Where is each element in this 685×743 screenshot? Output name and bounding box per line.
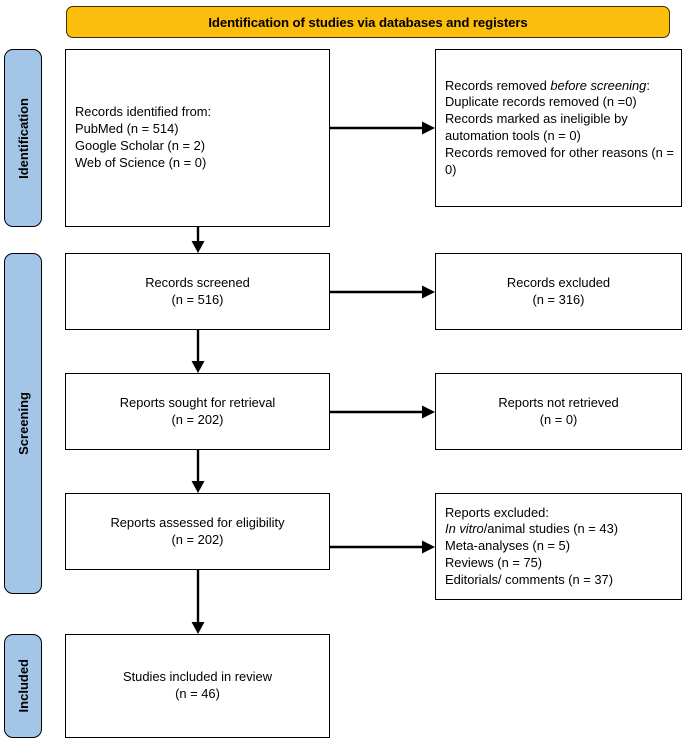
arrow-assessed-to-reports-excluded xyxy=(330,539,436,555)
node-reports-sought-for-retrieval: Reports sought for retrieval (n = 202) xyxy=(65,373,330,450)
node-studies-included-in-review: Studies included in review (n = 46) xyxy=(65,634,330,738)
records-removed-other: Records removed for other reasons (n = 0… xyxy=(445,144,674,177)
node-records-excluded: Records excluded (n = 316) xyxy=(435,253,682,330)
reports-sought-count: (n = 202) xyxy=(171,411,224,427)
records-identified-pubmed: PubMed (n = 514) xyxy=(75,121,179,137)
records-removed-heading-prefix: Records removed xyxy=(445,77,551,93)
node-records-identified: Records identified from: PubMed (n = 514… xyxy=(65,49,330,227)
reports-excluded-invitro: In vitro/animal studies (n = 43) xyxy=(445,521,681,538)
arrow-sought-to-not-retrieved xyxy=(330,404,436,420)
arrow-sought-to-assessed xyxy=(190,450,206,494)
arrow-screened-to-records-excluded xyxy=(330,284,436,300)
arrow-identified-to-screened xyxy=(190,227,206,254)
node-reports-assessed-for-eligibility: Reports assessed for eligibility (n = 20… xyxy=(65,493,330,570)
stage-bar-screening: Screening xyxy=(4,253,42,594)
reports-excluded-invitro-emphasis: In vitro xyxy=(445,521,484,537)
reports-assessed-label: Reports assessed for eligibility xyxy=(110,514,285,530)
records-removed-heading: Records removed before screening: xyxy=(445,78,681,95)
node-reports-not-retrieved: Reports not retrieved (n = 0) xyxy=(435,373,682,450)
records-removed-automation: Records marked as ineligible by automati… xyxy=(445,111,628,143)
reports-excluded-editorials: Editorials/ comments (n = 37) xyxy=(445,571,613,587)
node-records-removed-before-screening: Records removed before screening: Duplic… xyxy=(435,49,682,207)
records-excluded-count: (n = 316) xyxy=(532,291,585,307)
stage-label-screening: Screening xyxy=(15,392,31,455)
reports-sought-label: Reports sought for retrieval xyxy=(119,394,276,410)
reports-excluded-meta-analyses: Meta-analyses (n = 5) xyxy=(445,538,571,554)
records-screened-label: Records screened xyxy=(145,274,250,290)
studies-included-label: Studies included in review xyxy=(122,669,273,685)
records-identified-line-1: Records identified from: xyxy=(75,104,212,120)
records-excluded-label: Records excluded xyxy=(506,274,611,290)
reports-excluded-heading: Reports excluded: xyxy=(445,504,549,520)
reports-assessed-count: (n = 202) xyxy=(171,531,224,547)
arrow-screened-to-sought xyxy=(190,330,206,374)
stage-bar-included: Included xyxy=(4,634,42,738)
reports-not-retrieved-label: Reports not retrieved xyxy=(498,394,619,410)
node-records-screened: Records screened (n = 516) xyxy=(65,253,330,330)
reports-excluded-reviews: Reviews (n = 75) xyxy=(445,554,543,570)
records-removed-duplicates: Duplicate records removed (n =0) xyxy=(445,94,637,110)
reports-not-retrieved-count: (n = 0) xyxy=(539,411,578,427)
records-removed-heading-emphasis: before screening xyxy=(550,77,647,93)
reports-excluded-invitro-rest: /animal studies (n = 43) xyxy=(483,521,619,537)
stage-label-identification: Identification xyxy=(15,97,31,179)
records-identified-web-of-science: Web of Science (n = 0) xyxy=(75,154,207,170)
stage-label-included: Included xyxy=(15,659,31,713)
diagram-title: Identification of studies via databases … xyxy=(208,14,528,30)
records-identified-google-scholar: Google Scholar (n = 2) xyxy=(75,138,206,153)
diagram-header-banner: Identification of studies via databases … xyxy=(66,6,670,38)
studies-included-count: (n = 46) xyxy=(175,686,220,701)
node-reports-excluded: Reports excluded: In vitro/animal studie… xyxy=(435,493,682,600)
arrow-identified-to-removed xyxy=(330,120,436,136)
arrow-assessed-to-included xyxy=(190,570,206,635)
stage-bar-identification: Identification xyxy=(4,49,42,227)
records-removed-heading-suffix: : xyxy=(646,77,650,93)
records-screened-count: (n = 516) xyxy=(171,291,224,307)
